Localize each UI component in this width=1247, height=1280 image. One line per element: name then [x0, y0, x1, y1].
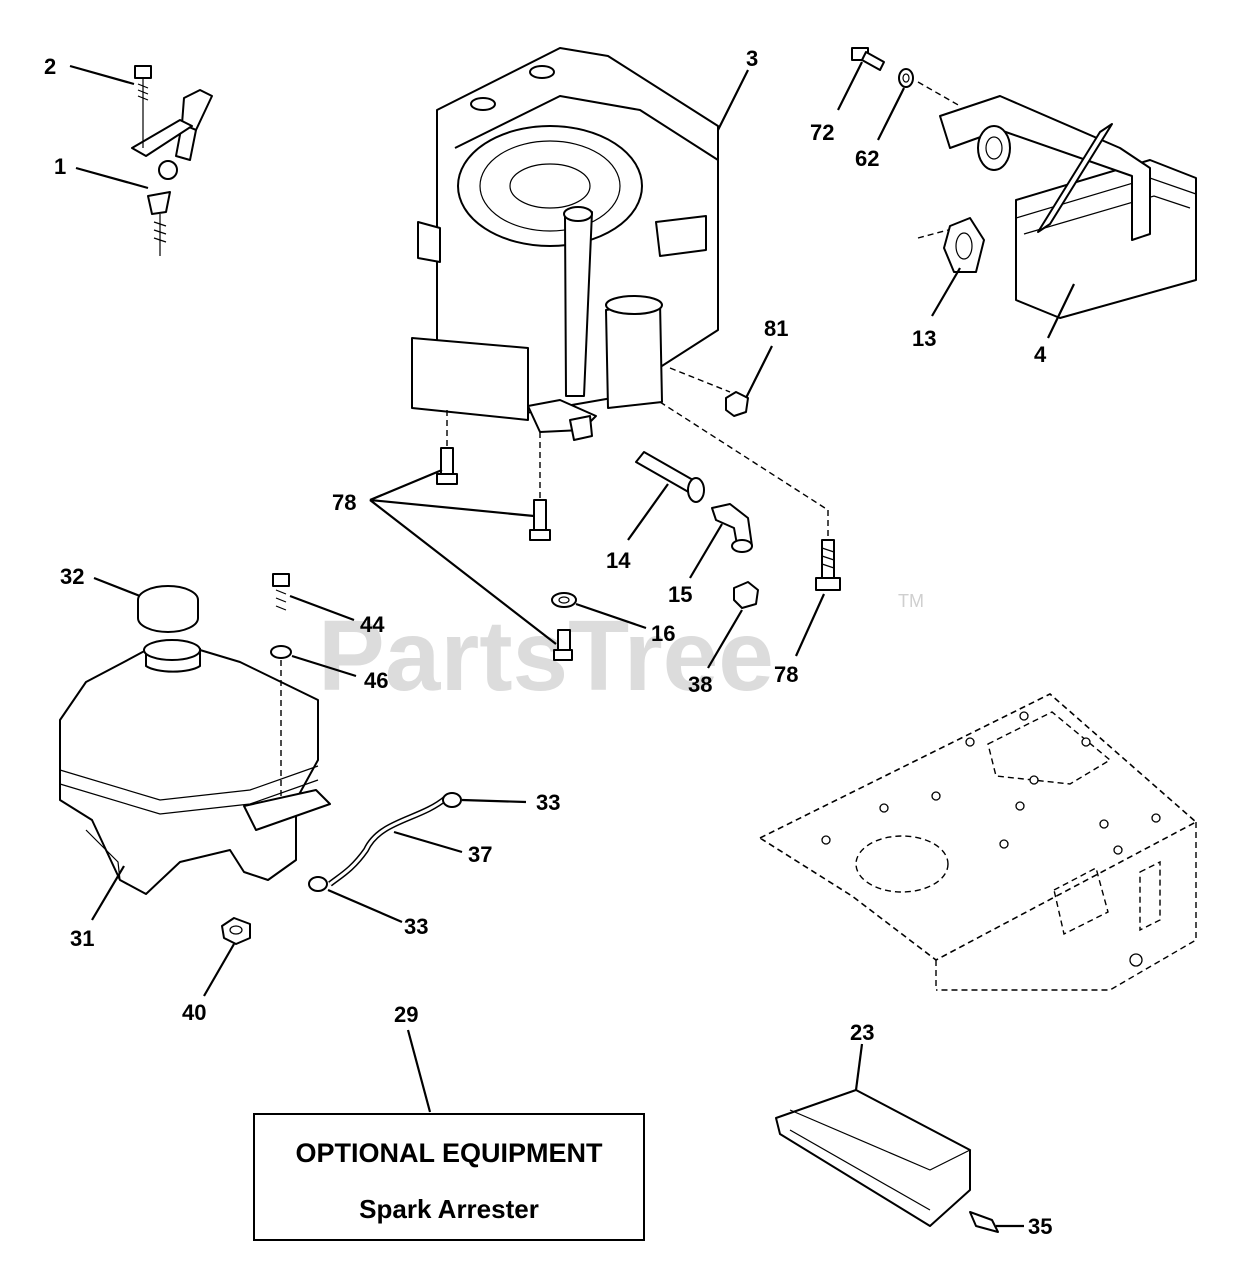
tank-nut-part — [221, 917, 251, 945]
callout-labels: 2 1 3 72 62 13 4 81 78 14 15 16 38 78 32… — [44, 46, 1052, 1239]
callout-33-bottom: 33 — [404, 914, 428, 939]
callout-32: 32 — [60, 564, 84, 589]
callout-3: 3 — [746, 46, 758, 71]
washer-and-nut-part — [551, 581, 759, 609]
fuel-tank-part — [59, 585, 331, 895]
callout-46: 46 — [364, 668, 388, 693]
muffler-part — [917, 81, 1197, 319]
nut-part — [725, 391, 749, 417]
callout-2: 2 — [44, 54, 56, 79]
callout-78-right: 78 — [774, 662, 798, 687]
callout-1: 1 — [54, 154, 66, 179]
fuel-line-part — [308, 792, 462, 892]
callout-23: 23 — [850, 1020, 874, 1045]
callout-44: 44 — [360, 612, 385, 637]
optional-equipment-title: OPTIONAL EQUIPMENT — [295, 1138, 603, 1168]
engine-mount-plate-part — [758, 693, 1198, 991]
callout-14: 14 — [606, 548, 631, 573]
callout-13: 13 — [912, 326, 936, 351]
engine-part — [411, 47, 829, 540]
callout-33-top: 33 — [536, 790, 560, 815]
callout-78-left: 78 — [332, 490, 356, 515]
callout-40: 40 — [182, 1000, 206, 1025]
screw-and-washer-part — [270, 573, 292, 800]
callout-35: 35 — [1028, 1214, 1052, 1239]
watermark-text: PartsTree — [318, 600, 774, 712]
callout-15: 15 — [668, 582, 692, 607]
bolt-and-washer-part — [851, 47, 914, 88]
gasket-part — [917, 217, 985, 273]
callout-62: 62 — [855, 146, 879, 171]
callout-38: 38 — [688, 672, 712, 697]
callout-37: 37 — [468, 842, 492, 867]
fitting-and-elbow-part — [569, 415, 753, 553]
callout-72: 72 — [810, 120, 834, 145]
callout-4: 4 — [1034, 342, 1047, 367]
callout-29: 29 — [394, 1002, 418, 1027]
optional-equipment-box: OPTIONAL EQUIPMENT Spark Arrester — [253, 1113, 645, 1241]
callout-31: 31 — [70, 926, 94, 951]
callout-16: 16 — [651, 621, 675, 646]
callout-81: 81 — [764, 316, 788, 341]
optional-equipment-subtitle: Spark Arrester — [359, 1194, 539, 1224]
spark-arrester-part — [775, 1089, 999, 1233]
watermark-trademark: TM — [898, 591, 924, 611]
bolts-part — [436, 447, 841, 661]
leader-lines — [69, 61, 1075, 1228]
throttle-control-part — [131, 65, 213, 256]
